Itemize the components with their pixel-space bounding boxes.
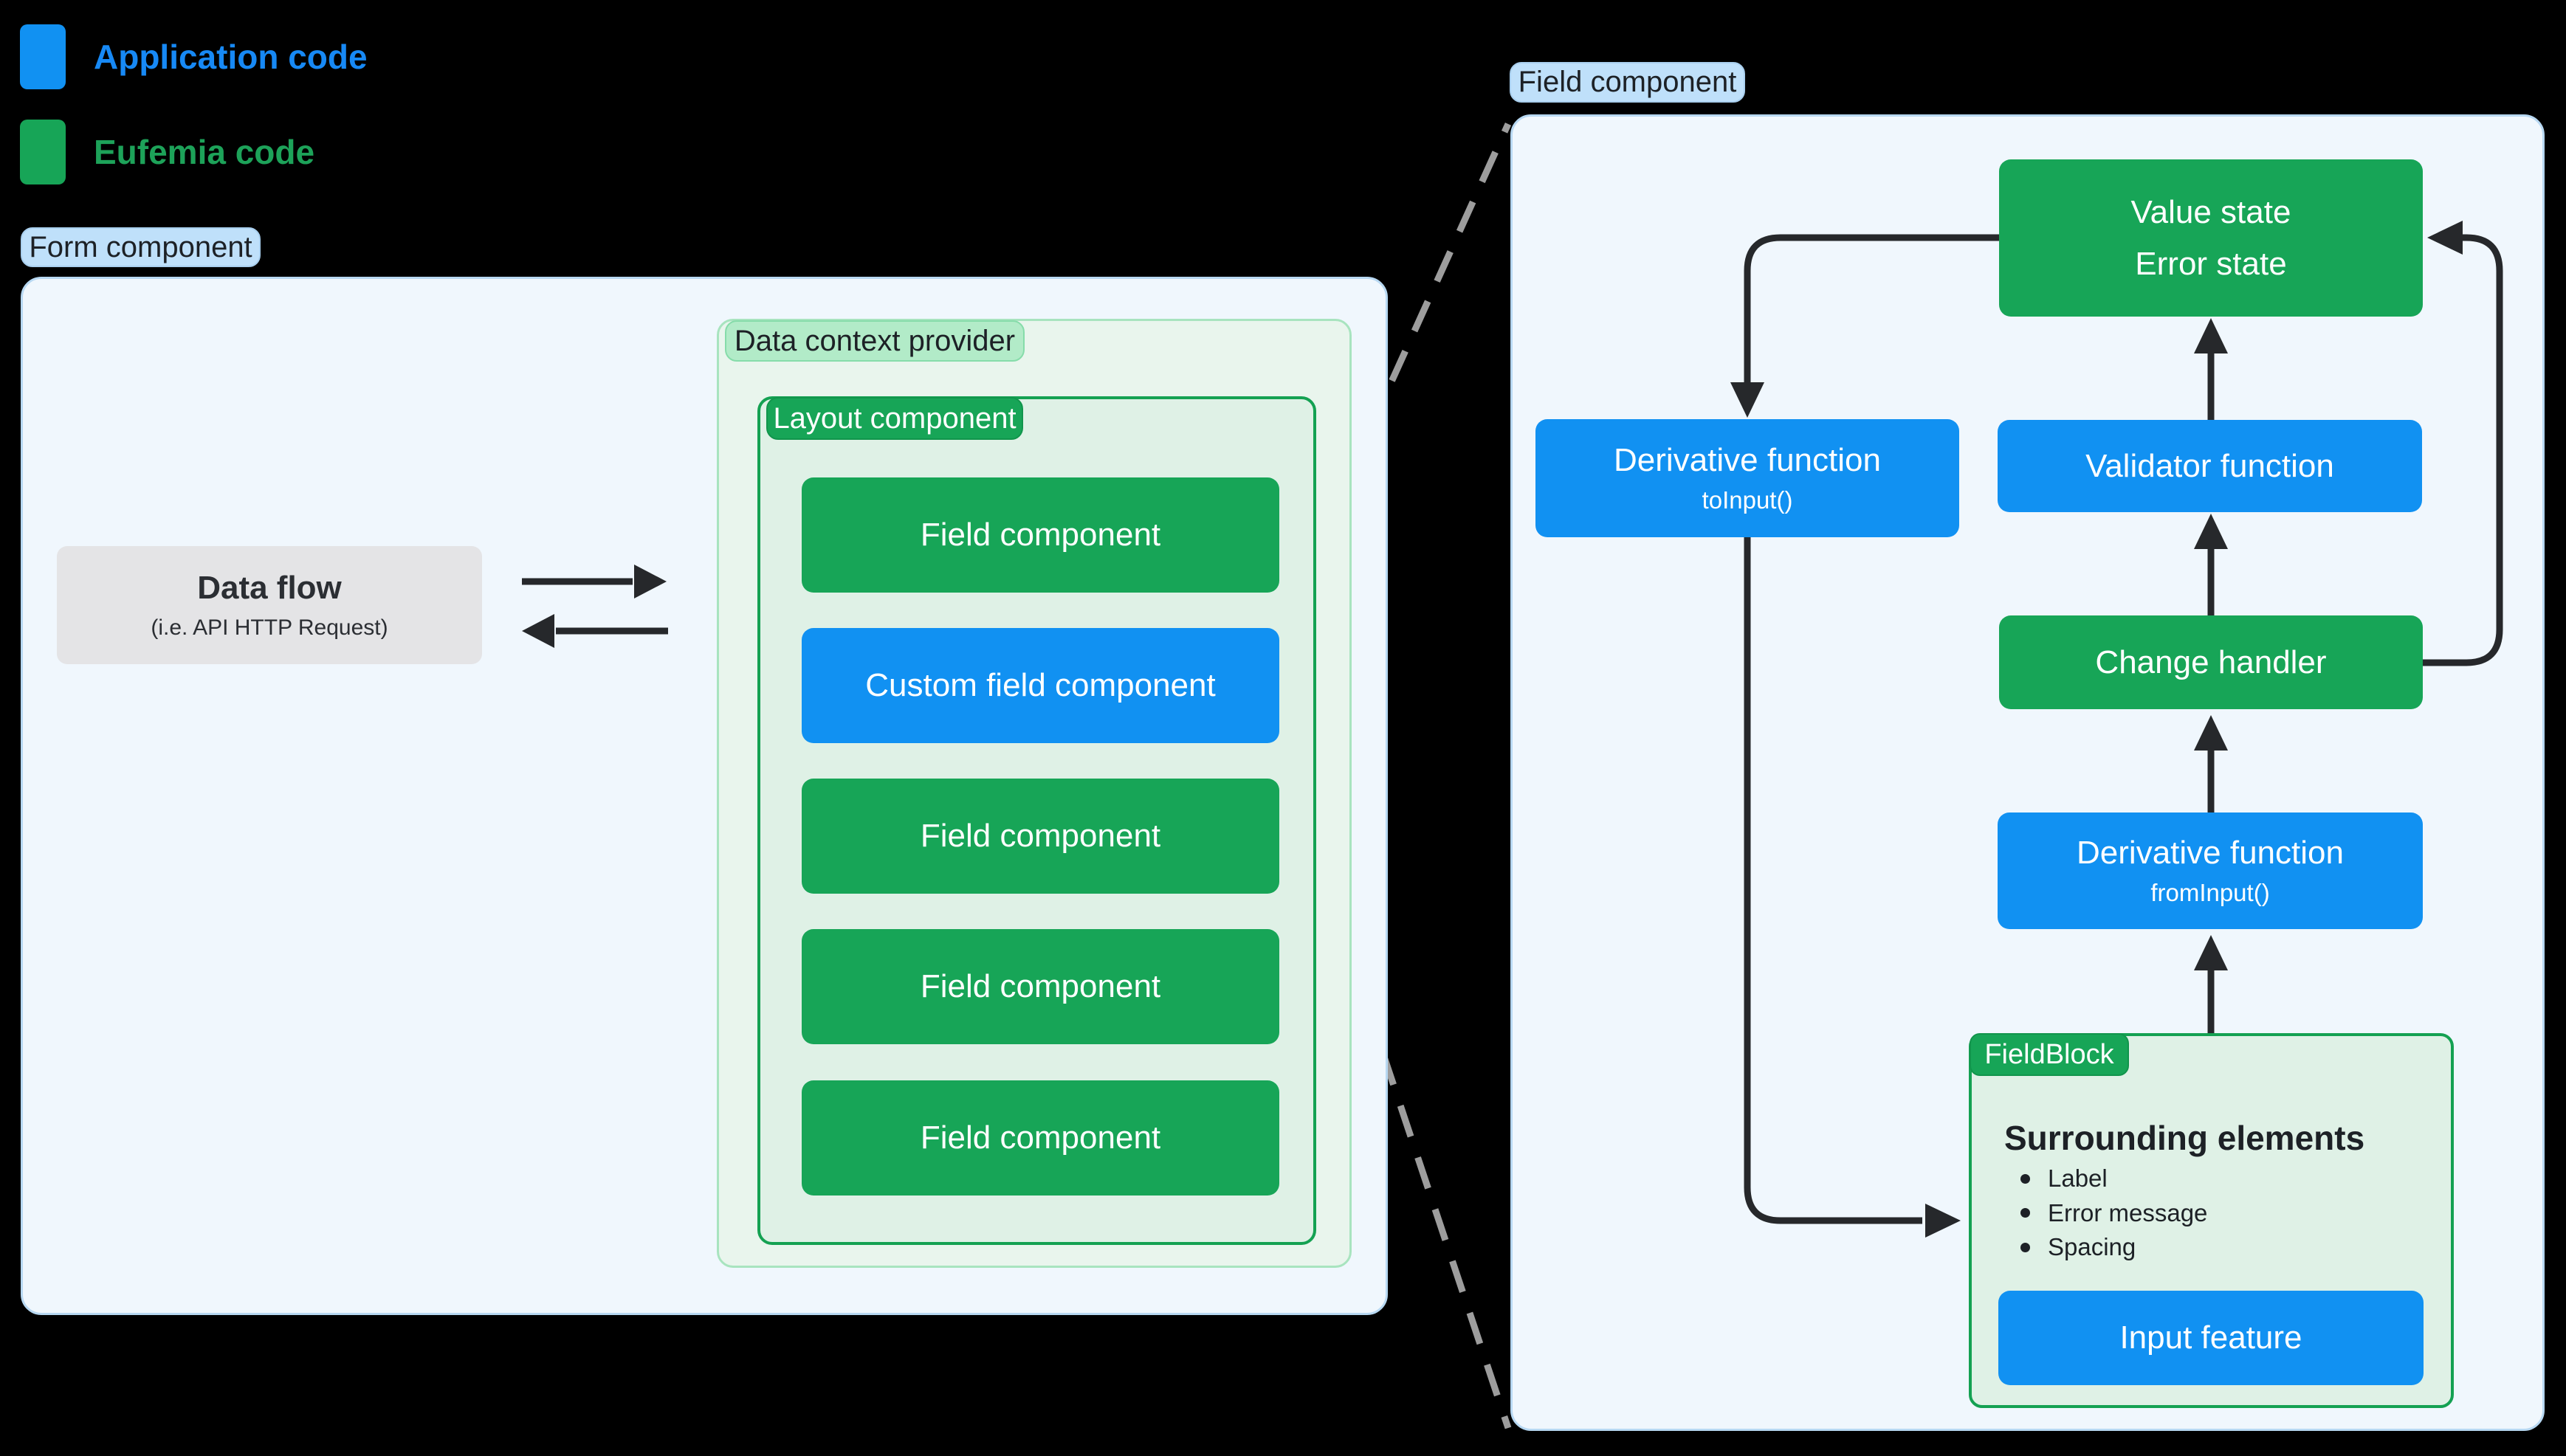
surrounding-elements-heading: Surrounding elements bbox=[2004, 1119, 2365, 1157]
value-state-box: Value state Error state bbox=[1999, 159, 2423, 317]
derivative-to-input-subtitle: toInput() bbox=[1702, 486, 1793, 514]
list-item-error-message: Error message bbox=[2020, 1196, 2419, 1231]
fieldblock-badge: FieldBlock bbox=[1970, 1033, 2129, 1076]
legend-label-eufemia-code: Eufemia code bbox=[94, 133, 315, 171]
surrounding-elements-list: Label Error message Spacing bbox=[2020, 1162, 2419, 1265]
form-component-badge: Form component bbox=[21, 227, 261, 267]
field-component-detail-badge: Field component bbox=[1510, 62, 1745, 103]
layout-component-badge: Layout component bbox=[766, 397, 1023, 440]
field-component-box-3: Field component bbox=[802, 929, 1279, 1044]
derivative-to-input-title: Derivative function bbox=[1614, 442, 1881, 478]
legend-swatch-eufemia-code bbox=[20, 120, 66, 184]
data-flow-subtitle: (i.e. API HTTP Request) bbox=[151, 615, 388, 640]
derivative-from-input-box: Derivative function fromInput() bbox=[1998, 812, 2423, 929]
legend-swatch-application-code bbox=[20, 24, 66, 89]
error-state-line: Error state bbox=[2135, 245, 2287, 282]
input-feature-box: Input feature bbox=[1998, 1291, 2424, 1385]
field-component-box-1: Field component bbox=[802, 477, 1279, 593]
change-handler-box: Change handler bbox=[1999, 615, 2423, 709]
derivative-from-input-subtitle: fromInput() bbox=[2150, 879, 2270, 906]
validator-function-box: Validator function bbox=[1998, 420, 2422, 512]
field-component-box-2: Field component bbox=[802, 779, 1279, 894]
field-component-box-4: Field component bbox=[802, 1080, 1279, 1195]
data-flow-title: Data flow bbox=[197, 570, 342, 606]
custom-field-component-box: Custom field component bbox=[802, 628, 1279, 743]
derivative-from-input-title: Derivative function bbox=[2077, 835, 2344, 871]
data-context-provider-badge: Data context provider bbox=[725, 320, 1025, 362]
list-item-label: Label bbox=[2020, 1162, 2419, 1196]
data-flow-box: Data flow (i.e. API HTTP Request) bbox=[57, 546, 482, 664]
legend-label-application-code: Application code bbox=[94, 38, 368, 76]
list-item-spacing: Spacing bbox=[2020, 1230, 2419, 1265]
derivative-to-input-box: Derivative function toInput() bbox=[1535, 419, 1959, 537]
value-state-line: Value state bbox=[2130, 193, 2291, 230]
